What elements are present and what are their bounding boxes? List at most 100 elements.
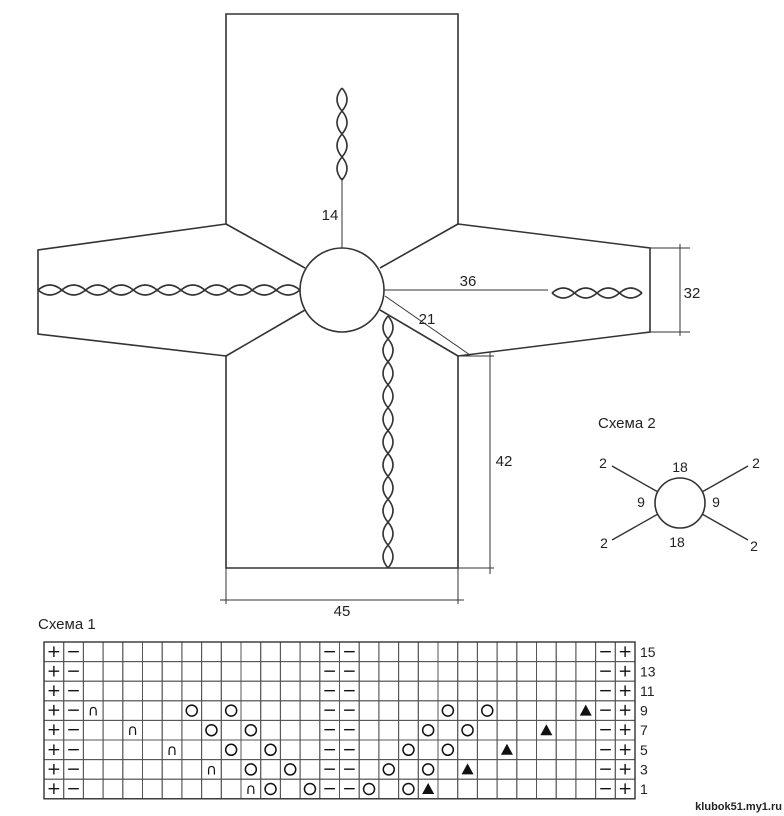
chart-cell xyxy=(161,700,183,721)
chart-cell xyxy=(260,680,281,702)
chart-cell xyxy=(161,680,183,702)
chart-cell xyxy=(575,641,597,663)
knit-plus-symbol: + xyxy=(47,720,61,740)
chart-cell xyxy=(299,680,321,702)
chart-cell xyxy=(476,719,498,741)
chart-cell xyxy=(142,759,163,780)
chart-cell xyxy=(536,700,557,721)
chart-cell xyxy=(437,641,459,663)
chart-cell xyxy=(299,719,321,741)
chart-cell xyxy=(299,739,321,761)
sleeve-length-label: 36 xyxy=(460,273,477,290)
chart-cell xyxy=(220,661,242,682)
chart-cell xyxy=(279,700,301,721)
decrease-symbol xyxy=(500,743,513,755)
chart-cell xyxy=(299,641,321,663)
scheme-2-line-tl xyxy=(611,465,659,493)
chart-cell xyxy=(536,739,557,761)
chart-cell xyxy=(555,680,577,702)
chart-cell xyxy=(82,739,104,761)
purl-dash-symbol: − xyxy=(323,681,337,701)
chart-cell xyxy=(181,700,203,721)
chart-cell xyxy=(240,719,262,741)
chart-cell xyxy=(398,739,419,761)
yarn-over-symbol xyxy=(362,782,376,796)
chart-cell xyxy=(536,661,557,682)
purl-dash-symbol: − xyxy=(323,642,337,662)
chart-cell xyxy=(260,778,281,800)
purl-dash-symbol: − xyxy=(66,759,80,779)
chart-cell xyxy=(476,641,498,663)
yarn-over-symbol xyxy=(421,723,435,737)
chart-cell xyxy=(240,680,262,702)
arch-symbol: ∩ xyxy=(245,780,256,798)
raglan-label: 21 xyxy=(419,311,436,328)
chart-cell xyxy=(378,759,400,780)
chart-row-number: 9 xyxy=(640,703,648,719)
yarn-over-symbol xyxy=(421,763,435,776)
chart-cell xyxy=(575,739,597,761)
chart-cell xyxy=(142,680,163,702)
chart-cell xyxy=(437,778,459,800)
chart-cell xyxy=(437,680,459,702)
purl-dash-symbol: − xyxy=(342,740,356,760)
chart-cell xyxy=(358,739,380,761)
purl-dash-symbol: − xyxy=(342,681,356,701)
yarn-over-symbol xyxy=(402,782,415,796)
arch-symbol: ∩ xyxy=(167,741,178,759)
chart-cell xyxy=(398,680,419,702)
chart-cell xyxy=(555,778,577,800)
chart-cell xyxy=(476,739,498,761)
chart-cell xyxy=(575,719,597,741)
scheme-2-neck-circle xyxy=(654,477,706,529)
yarn-over-symbol xyxy=(382,763,395,776)
arch-symbol: ∩ xyxy=(127,721,138,739)
arch-symbol: ∩ xyxy=(88,702,99,720)
chart-cell xyxy=(398,661,419,682)
purl-dash-symbol: − xyxy=(342,759,356,779)
chart-row-number: 13 xyxy=(640,663,656,679)
chart-cell xyxy=(201,719,222,741)
chart-cell xyxy=(476,778,498,800)
chart-cell xyxy=(181,680,203,702)
chart-cell xyxy=(122,759,144,780)
braid-left-strand-1 xyxy=(37,288,301,296)
chart-cell xyxy=(437,719,459,741)
purl-dash-symbol: − xyxy=(342,642,356,662)
chart-cell xyxy=(220,739,242,761)
scheme-2-right-label: 9 xyxy=(712,494,720,510)
chart-cell xyxy=(299,661,321,682)
chart-cell xyxy=(240,759,262,780)
chart-cell xyxy=(398,719,419,741)
yarn-over-symbol xyxy=(264,782,277,796)
chart-cell xyxy=(417,719,439,741)
chart-cell xyxy=(555,661,577,682)
scheme-1-title: Схема 1 xyxy=(38,616,96,633)
chart-cell xyxy=(358,700,380,721)
chart-cell xyxy=(358,759,380,780)
scheme-2: Схема 2 18 18 9 9 2 2 2 2 xyxy=(598,415,760,554)
knit-plus-symbol: + xyxy=(47,759,61,779)
chart-cell xyxy=(398,641,419,663)
chart-cell xyxy=(82,719,104,741)
chart-row-number: 15 xyxy=(640,644,656,660)
purl-dash-symbol: − xyxy=(66,740,80,760)
chart-cell xyxy=(476,759,498,780)
chart-cell xyxy=(516,759,537,780)
decrease-symbol xyxy=(579,704,592,716)
raglan-line-tl xyxy=(225,223,306,269)
scheme-2-br-label: 2 xyxy=(750,538,758,554)
chart-cell xyxy=(181,759,203,780)
chart-cell xyxy=(358,641,380,663)
chart-cell xyxy=(516,700,537,721)
chart-cell xyxy=(279,759,301,780)
purl-dash-symbol: − xyxy=(323,740,337,760)
chart-cell xyxy=(417,759,439,780)
chart-cell xyxy=(496,641,518,663)
scheme-2-title: Схема 2 xyxy=(598,415,656,432)
purl-dash-symbol: − xyxy=(598,779,612,799)
yarn-over-symbol xyxy=(185,704,198,717)
knit-plus-symbol: + xyxy=(618,720,632,740)
chart-cell xyxy=(181,641,203,663)
left-sleeve-outline xyxy=(37,223,227,357)
